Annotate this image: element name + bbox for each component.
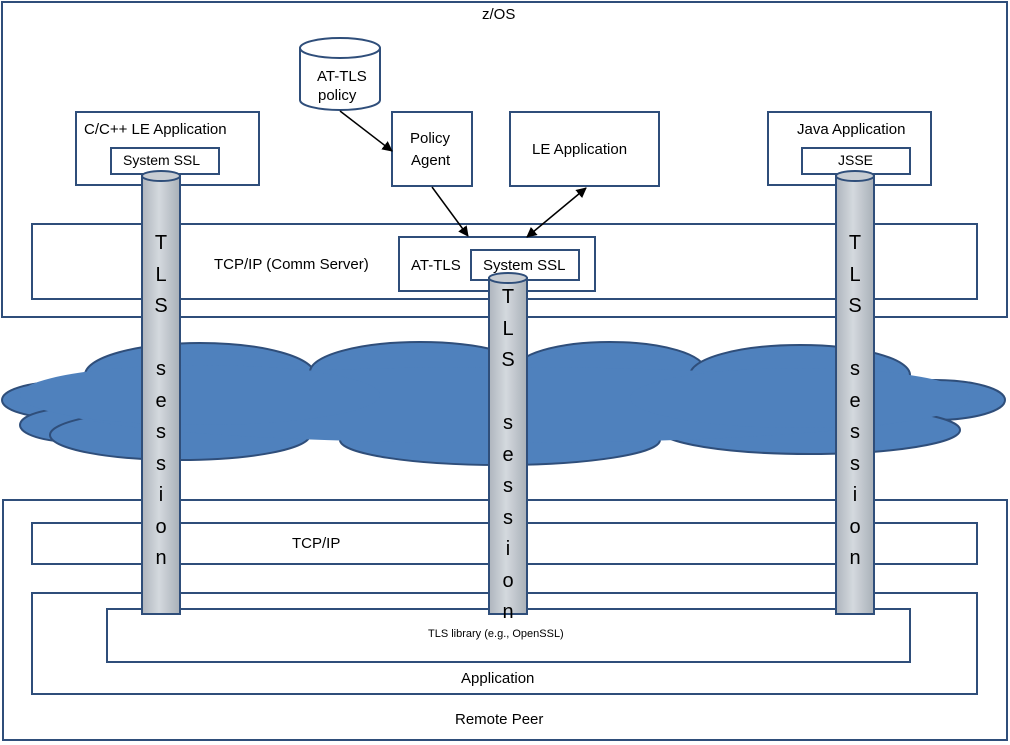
- tls-session-letter: i: [158, 484, 164, 506]
- zos-title: z/OS: [482, 6, 516, 23]
- tls-session-letter: n: [849, 547, 861, 569]
- tls-session-letter: L: [502, 317, 514, 340]
- tcpip-comm-server-label: TCP/IP (Comm Server): [214, 256, 369, 273]
- tls-pipe-center: [488, 272, 528, 615]
- tls-session-letter: s: [156, 358, 166, 380]
- attls-system-ssl-label: System SSL: [483, 257, 566, 274]
- tls-library-label: TLS library (e.g., OpenSSL): [428, 628, 564, 640]
- tls-session-letter: o: [849, 515, 861, 538]
- agent-to-attls-arrow: [431, 186, 469, 237]
- tls-session-letter: s: [850, 358, 860, 380]
- tls-session-letter: i: [505, 538, 511, 560]
- policy-db-label-1: AT-TLS: [317, 68, 367, 85]
- java-application-title: Java Application: [797, 121, 906, 138]
- network-cloud: [1, 341, 1006, 466]
- tls-pipe-right: [835, 170, 875, 615]
- policy-agent-label-1: Policy: [410, 130, 451, 147]
- le-application-label: LE Application: [532, 141, 628, 158]
- tls-session-letter: e: [849, 389, 861, 412]
- le-application: [509, 111, 660, 187]
- tls-session-letter: s: [503, 506, 513, 529]
- tls-session-letter: T: [848, 232, 862, 254]
- cpp-le-application-title: C/C++ LE Application: [84, 121, 227, 138]
- tls-session-letter: e: [155, 389, 167, 412]
- tls-session-letter: s: [503, 475, 513, 497]
- tls-session-letter: T: [501, 286, 515, 308]
- tls-session-letter: s: [503, 412, 513, 434]
- tls-session-letter: S: [501, 349, 515, 371]
- tls-session-letter: o: [502, 569, 514, 592]
- remote-application-label: Application: [461, 670, 535, 687]
- tls-session-letter: S: [848, 295, 862, 317]
- at-tls-label: AT-TLS: [411, 257, 461, 274]
- tls-session-letter: o: [155, 515, 167, 538]
- tls-pipe-left: [141, 170, 181, 615]
- remote-peer-title: Remote Peer: [455, 711, 544, 728]
- policy-agent-label-2: Agent: [411, 152, 451, 169]
- le-app-attls-arrow: [526, 187, 587, 238]
- tls-session-letter: S: [154, 295, 168, 317]
- tls-session-letter: s: [156, 421, 166, 443]
- tls-session-letter: s: [156, 452, 166, 475]
- jsse-label: JSSE: [838, 152, 874, 168]
- tls-session-letter: s: [850, 421, 860, 443]
- tls-session-letter: e: [502, 443, 514, 466]
- tls-session-letter: L: [155, 263, 167, 286]
- tls-session-letter: n: [502, 601, 514, 623]
- tls-session-letter: T: [154, 232, 168, 254]
- policy-db-label-2: policy: [318, 87, 357, 104]
- tls-session-letter: i: [852, 484, 858, 506]
- policy-agent: [391, 111, 473, 187]
- tls-session-letter: n: [155, 547, 167, 569]
- tls-session-letter: L: [849, 263, 861, 286]
- cpp-system-ssl-label: System SSL: [123, 152, 201, 168]
- remote-tcpip-label: TCP/IP: [292, 535, 341, 552]
- tls-session-letter: s: [850, 452, 860, 475]
- policy-to-agent-arrow: [339, 110, 393, 152]
